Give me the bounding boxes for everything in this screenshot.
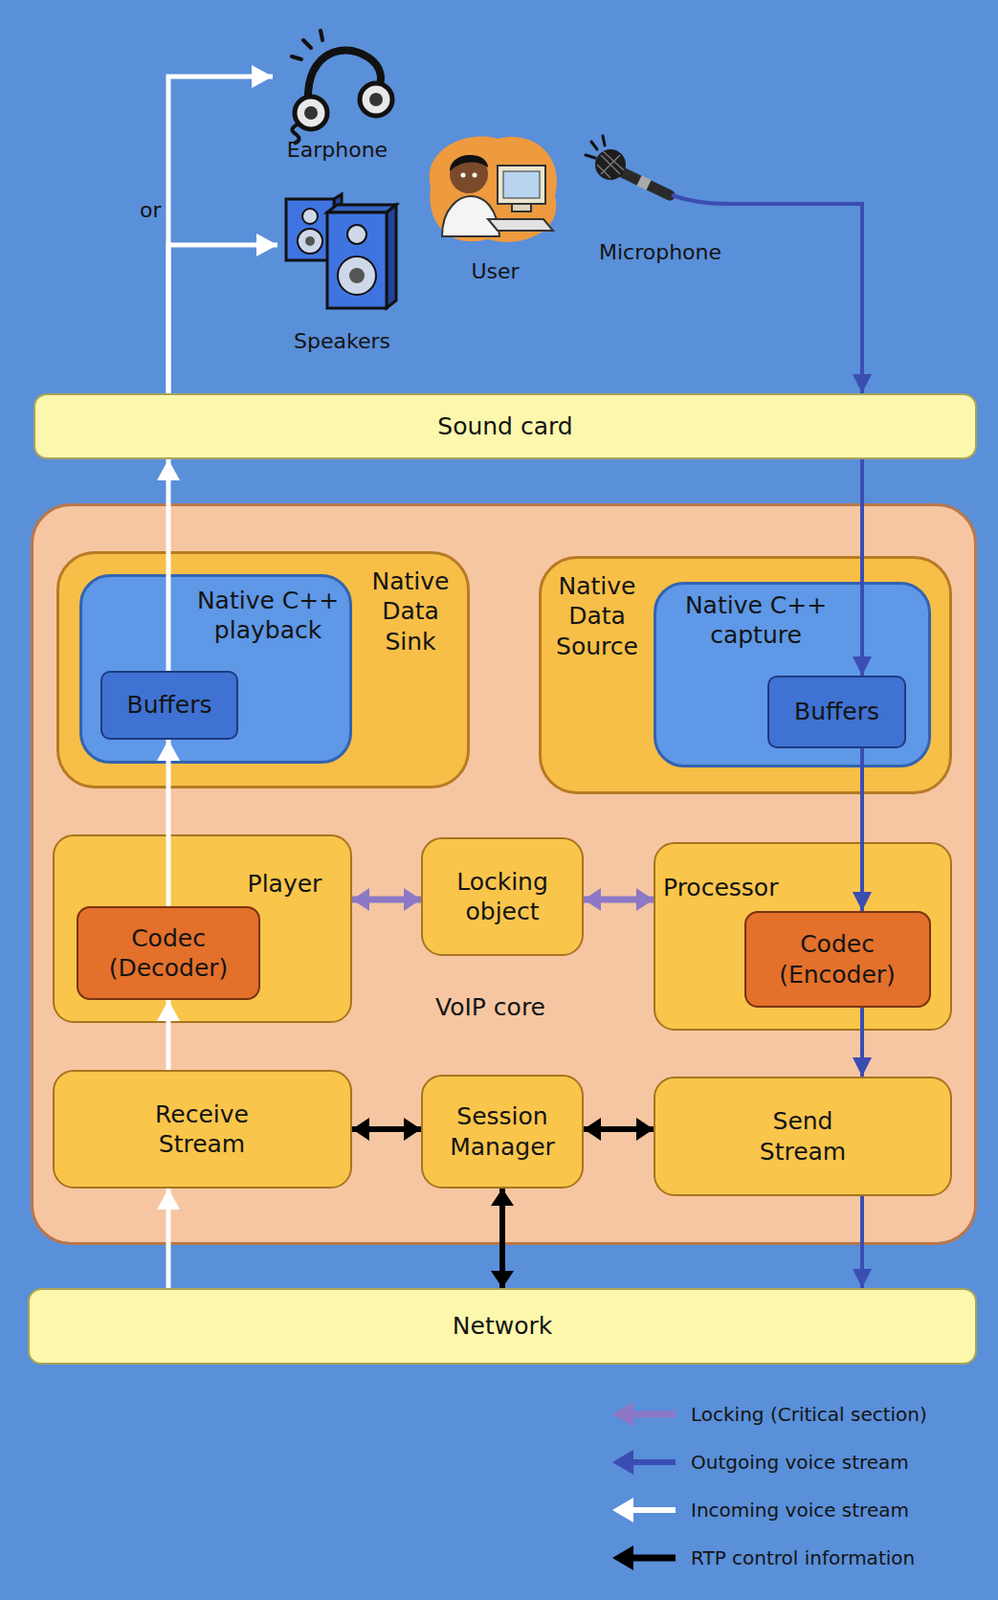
icon-node: Earphone [272,28,402,168]
node-label: Native Data Sink [355,566,466,657]
annotation: or [139,197,162,224]
process-box: PlayerCodec (Decoder) [52,834,353,1023]
band: Sound card [33,393,977,460]
component-box: Native Data SourceNative C++ captureBuff… [538,555,953,795]
node-label: Microphone [583,239,737,267]
native-box: Native C++ captureBuffers [653,581,932,768]
connector [736,203,863,394]
node-label: Native Data Source [542,571,652,662]
connector [166,739,172,907]
node-label: Codec (Decoder) [91,923,245,984]
legend-arrow [612,1449,676,1475]
band: Network [27,1287,977,1365]
user-icon [421,129,570,252]
icon-node: User [421,129,570,292]
node-label: Session Manager [430,1101,575,1162]
process-box: Session Manager [421,1074,584,1189]
connector [583,1126,654,1132]
connector [860,1007,865,1077]
icon-node: Speakers [277,191,407,359]
node-label: Buffers [767,696,907,727]
legend-label: Locking (Critical section) [690,1402,928,1427]
connector [352,896,422,904]
node-label: Speakers [277,328,407,355]
connector [168,76,273,394]
node-label: Sound card [33,411,977,442]
legend-label: Outgoing voice stream [690,1450,910,1475]
legend-arrow [612,1545,676,1571]
node-label: Player [224,868,345,899]
node-label: Buffers [100,689,239,720]
legend-arrow [612,1401,676,1427]
node-label: Send Stream [735,1106,870,1167]
codec-box: Codec (Decoder) [76,906,261,1000]
process-box: ProcessorCodec (Encoder) [653,842,953,1031]
connector [860,459,865,676]
process-box: Locking object [421,837,584,956]
connector [583,896,654,904]
node-label: Network [27,1310,977,1341]
process-box: Send Stream [653,1076,953,1197]
node-label: User [421,258,570,286]
legend-label: Incoming voice stream [690,1498,910,1523]
node-label: Locking object [430,866,575,928]
connector [166,999,172,1070]
node-label: Earphone [272,136,402,164]
connector [166,1188,172,1288]
region: VoIP core Native Data SinkNative C++ play… [30,503,977,1245]
connector [860,1196,865,1288]
speakers-icon [277,191,407,321]
microphone-icon [583,133,737,221]
earphone-icon [272,28,402,149]
component-box: Native Data SinkNative C++ playbackBuffe… [56,551,470,789]
connector [499,1188,506,1288]
connector [860,748,865,911]
node-label: Codec (Encoder) [760,929,914,990]
native-box: Native C++ playbackBuffers [79,574,353,764]
codec-box: Codec (Encoder) [744,910,932,1008]
node-label: Receive Stream [115,1099,289,1160]
connector [168,244,278,394]
legend-label: RTP control information [690,1546,915,1571]
node-label: Processor [663,872,807,903]
connector [352,1126,422,1132]
node-label: Native C++ capture [665,590,847,651]
process-box: Receive Stream [52,1069,353,1189]
connector [166,459,172,671]
node-label: Native C++ playback [186,585,350,646]
legend-arrow [612,1497,676,1523]
buffer-box: Buffers [767,675,907,749]
node-label: VoIP core [401,992,579,1022]
icon-node: Microphone [583,133,737,273]
buffer-box: Buffers [100,670,239,740]
